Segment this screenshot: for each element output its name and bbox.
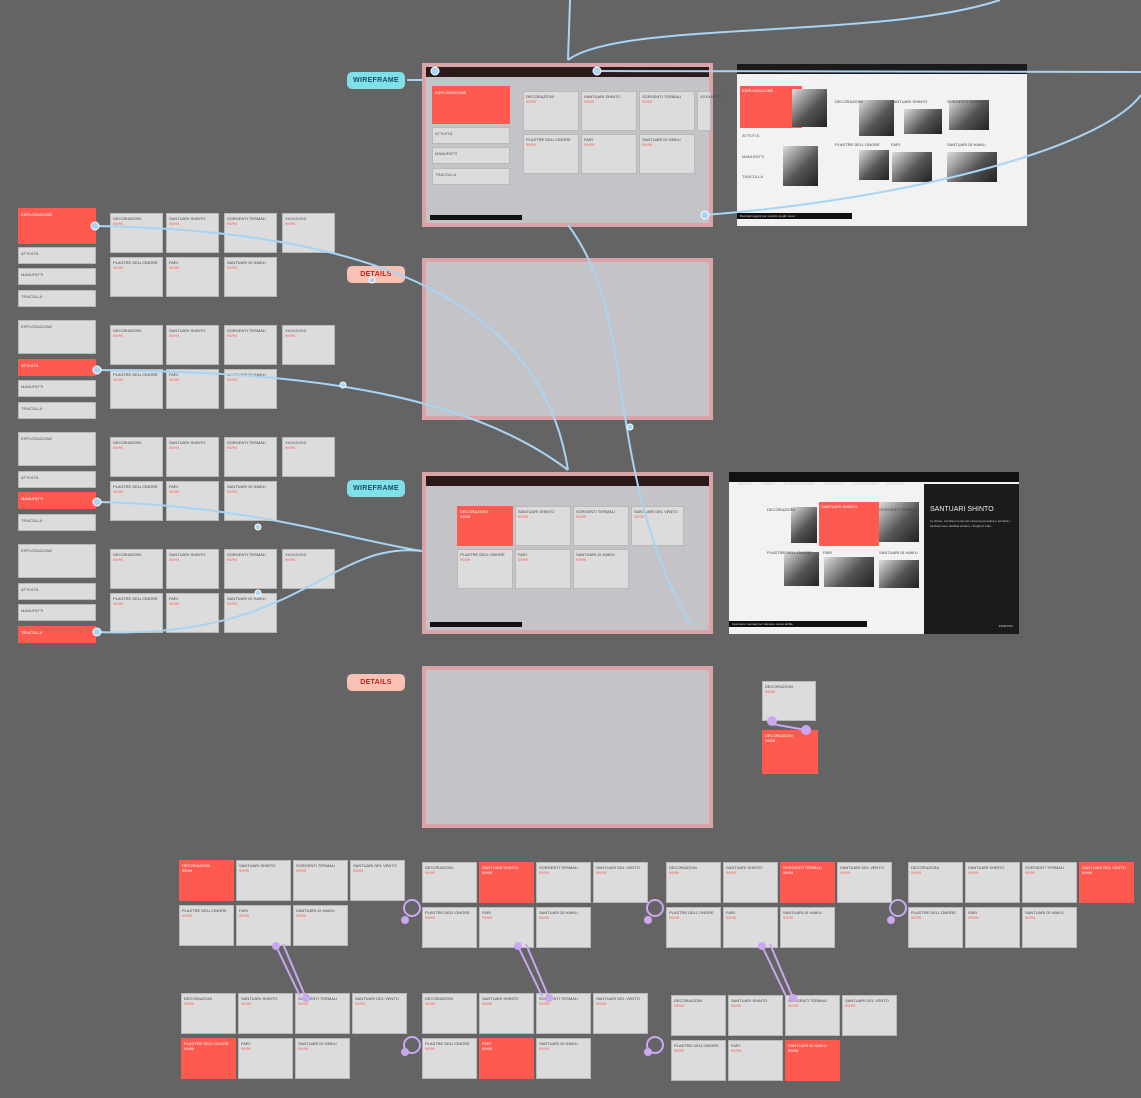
wire-link	[597, 71, 1141, 72]
wire-link	[95, 226, 568, 470]
wire-link	[568, 0, 1000, 60]
wire-link	[705, 95, 1141, 215]
wire-link	[97, 370, 568, 470]
wire-link	[568, 0, 570, 60]
